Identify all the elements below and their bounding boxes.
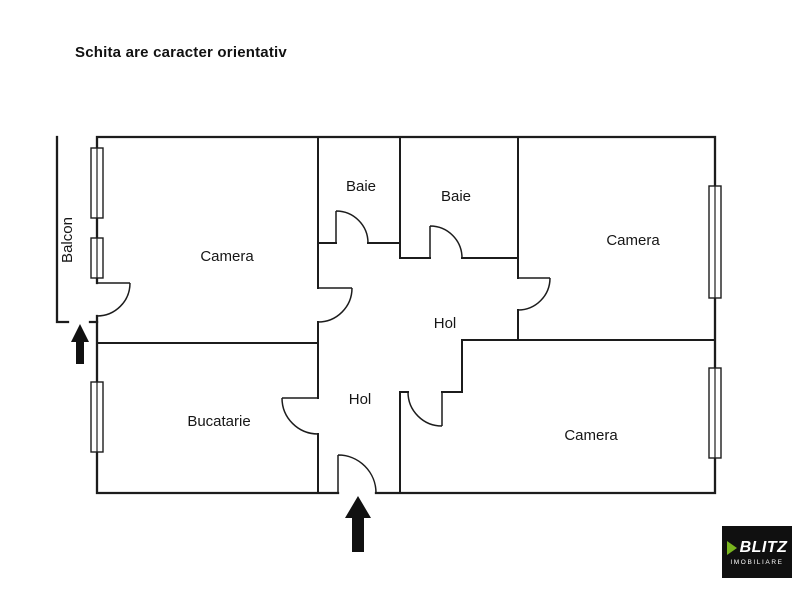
room-label-camera-top-left: Camera: [200, 248, 254, 265]
window-camera-top-left-1: [90, 147, 104, 219]
room-label-baie-2: Baie: [441, 188, 471, 205]
window-bucatarie: [90, 381, 104, 453]
room-label-hol-bottom: Hol: [349, 391, 372, 408]
disclaimer-text: Schita are caracter orientativ: [75, 44, 287, 61]
outer-walls: [55, 135, 717, 495]
room-label-camera-bottom-right: Camera: [564, 427, 618, 444]
balcony-walls: [55, 135, 99, 324]
door-camera-top-right: [517, 277, 551, 311]
doors: [96, 210, 551, 494]
door-baie-1: [335, 210, 369, 244]
window-camera-top-left-2: [90, 237, 104, 279]
agency-logo: BLITZ IMOBILIARE: [722, 526, 792, 578]
balcony-arrow: [71, 324, 89, 364]
room-labels: Balcon Camera Baie Baie Camera Hol Bucat…: [59, 178, 660, 444]
door-camera-bottom-right: [407, 391, 443, 427]
door-balcon: [96, 282, 131, 317]
window-camera-top-right: [708, 185, 722, 299]
door-entrance: [337, 454, 377, 494]
arrows: [71, 324, 371, 552]
room-label-balcon: Balcon: [59, 217, 76, 263]
room-label-hol-middle: Hol: [434, 315, 457, 332]
window-camera-bottom-right: [708, 367, 722, 459]
door-baie-2: [429, 225, 463, 259]
windows: [90, 147, 722, 459]
logo-subtitle-text: IMOBILIARE: [730, 558, 784, 566]
entrance-arrow: [345, 496, 371, 552]
room-label-baie-1: Baie: [346, 178, 376, 195]
logo-brand-text: BLITZ: [739, 538, 788, 556]
room-label-camera-top-right: Camera: [606, 232, 660, 249]
door-camera-top-left: [317, 287, 353, 323]
agency-logo-row: BLITZ: [726, 538, 788, 557]
logo-arrow-icon: [726, 540, 737, 555]
room-label-bucatarie: Bucatarie: [187, 413, 250, 430]
door-bucatarie: [281, 397, 319, 435]
interior-walls: [96, 136, 716, 494]
